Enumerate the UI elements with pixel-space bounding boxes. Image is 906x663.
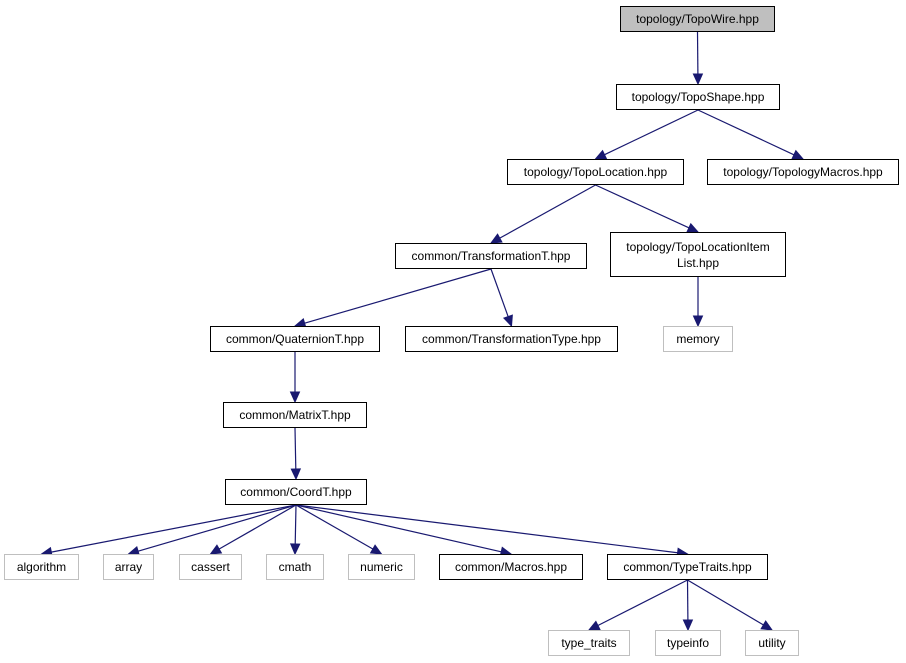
node-label: typeinfo: [666, 636, 710, 650]
edge-toposhape-topolocation: [604, 109, 699, 156]
edge-arrowhead-topolocation-topolocationitemlist: [686, 222, 700, 233]
node-memory: memory: [663, 326, 733, 352]
node-topo-shape[interactable]: topology/TopoShape.hpp: [616, 84, 780, 110]
node-label: array: [114, 560, 143, 574]
node-quaternion-t[interactable]: common/QuaternionT.hpp: [210, 326, 380, 352]
edge-arrowhead-quaterniont-matrixt: [289, 391, 301, 404]
node-utility: utility: [745, 630, 799, 656]
node-label: topology/TopoLocation.hpp: [523, 165, 668, 179]
edge-coordt-macros: [295, 504, 502, 553]
edge-arrowhead-coordt-cmath: [289, 543, 301, 556]
node-label: common/TransformationT.hpp: [411, 249, 571, 263]
node-macros[interactable]: common/Macros.hpp: [439, 554, 583, 580]
node-topo-location-item-list[interactable]: topology/TopoLocationItem List.hpp: [610, 232, 786, 277]
node-array: array: [103, 554, 154, 580]
node-topology-macros[interactable]: topology/TopologyMacros.hpp: [707, 159, 899, 185]
node-label: topology/TopoLocationItem: [626, 239, 770, 254]
edge-typetraits-type_traits: [597, 579, 688, 627]
node-algorithm: algorithm: [4, 554, 79, 580]
node-label: common/Macros.hpp: [454, 560, 568, 574]
edge-arrowhead-coordt-numeric: [369, 544, 383, 555]
node-label: common/MatrixT.hpp: [239, 408, 351, 422]
node-label: topology/TopoWire.hpp: [636, 12, 759, 26]
edge-transformationt-transformationtype: [490, 268, 509, 317]
edge-arrowhead-typetraits-utility: [760, 620, 774, 631]
edge-coordt-cassert: [218, 504, 297, 550]
edge-arrowhead-topolocationitemlist-memory: [692, 315, 704, 328]
node-cassert: cassert: [179, 554, 242, 580]
edge-arrowhead-coordt-cassert: [209, 544, 223, 555]
node-label: memory: [676, 332, 720, 346]
node-label: algorithm: [16, 560, 67, 574]
node-transformation-t[interactable]: common/TransformationT.hpp: [395, 243, 587, 269]
node-label: common/QuaternionT.hpp: [225, 332, 365, 346]
node-typeinfo: typeinfo: [655, 630, 721, 656]
node-transformation-type[interactable]: common/TransformationType.hpp: [405, 326, 618, 352]
node-topo-wire: topology/TopoWire.hpp: [620, 6, 775, 32]
node-label-line2: List.hpp: [676, 255, 720, 270]
edge-arrowhead-toposhape-topologymacros: [791, 149, 805, 160]
node-label: utility: [758, 636, 786, 650]
node-label: cmath: [278, 560, 312, 574]
edge-coordt-numeric: [295, 504, 374, 550]
edge-arrowhead-topolocation-transformationt: [489, 233, 503, 244]
node-label: common/CoordT.hpp: [240, 485, 352, 499]
node-label: topology/TopoShape.hpp: [631, 90, 765, 104]
node-type-traits: type_traits: [548, 630, 630, 656]
node-numeric: numeric: [348, 554, 415, 580]
edge-typetraits-utility: [687, 579, 764, 626]
edge-arrowhead-topowire-toposhape: [692, 73, 704, 86]
node-type-traits-hpp[interactable]: common/TypeTraits.hpp: [607, 554, 768, 580]
edge-coordt-cmath: [294, 504, 297, 545]
node-label: numeric: [360, 560, 403, 574]
node-label: common/TypeTraits.hpp: [623, 560, 752, 574]
edge-arrowhead-typetraits-typeinfo: [682, 619, 694, 632]
node-matrix-t[interactable]: common/MatrixT.hpp: [223, 402, 367, 428]
node-cmath: cmath: [266, 554, 324, 580]
node-topo-location[interactable]: topology/TopoLocation.hpp: [507, 159, 684, 185]
edge-coordt-algorithm: [51, 504, 297, 553]
node-label: cassert: [191, 560, 230, 574]
edge-coordt-array: [137, 504, 297, 552]
edge-matrixt-coordt: [294, 427, 297, 470]
node-coord-t[interactable]: common/CoordT.hpp: [225, 479, 367, 505]
node-label: type_traits: [561, 636, 617, 650]
edge-arrowhead-transformationt-transformationtype: [502, 314, 513, 328]
node-label: common/TransformationType.hpp: [422, 332, 601, 346]
edge-toposhape-topologymacros: [697, 109, 795, 156]
edge-topolocation-transformationt: [499, 184, 596, 239]
edge-arrowhead-matrixt-coordt: [290, 468, 302, 481]
edge-transformationt-quaterniont: [304, 268, 492, 324]
edge-coordt-typetraits: [295, 504, 678, 554]
node-label: topology/TopologyMacros.hpp: [723, 165, 883, 179]
edge-arrowhead-toposhape-topolocation: [594, 149, 608, 160]
edge-arrowhead-typetraits-type_traits: [587, 620, 601, 631]
edge-topolocation-topolocationitemlist: [595, 184, 690, 229]
